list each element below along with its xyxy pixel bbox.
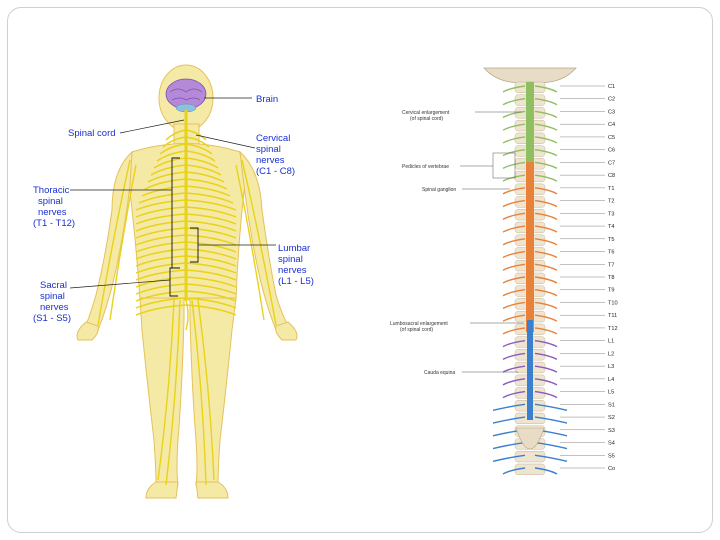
level-label-t11: T11 <box>608 313 617 319</box>
svg-text:Thoracic: Thoracic <box>33 185 70 196</box>
svg-text:spinal: spinal <box>256 144 281 155</box>
label-spinal-cord: Spinal cord <box>68 128 116 139</box>
label-spinal-ganglion: Spinal ganglion <box>422 187 456 193</box>
label-brain: Brain <box>256 94 278 105</box>
level-label-t3: T3 <box>608 211 615 217</box>
svg-text:(S1 - S5): (S1 - S5) <box>33 313 71 324</box>
spinal-cord-cervical <box>526 82 534 162</box>
body-figure: Brain Spinal cord Cervical spinal nerves… <box>33 65 314 498</box>
svg-text:(L1 - L5): (L1 - L5) <box>278 276 314 287</box>
cauda-equina <box>527 320 533 420</box>
level-label-t8: T8 <box>608 275 615 281</box>
label-cervical-enlargement: Cervical enlargement (of spinal cord) <box>402 110 450 122</box>
level-label-t2: T2 <box>608 199 615 205</box>
level-label-t12: T12 <box>608 326 618 332</box>
level-label-c3: C3 <box>608 109 615 115</box>
label-sacral: Sacral spinal nerves (S1 - S5) <box>33 280 71 324</box>
level-label-t4: T4 <box>608 224 615 230</box>
level-label-l3: L3 <box>608 364 614 370</box>
svg-text:spinal: spinal <box>38 196 63 207</box>
level-label-l2: L2 <box>608 351 614 357</box>
level-label-s4: S4 <box>608 441 615 447</box>
label-cauda-equina: Cauda equina <box>424 370 455 376</box>
svg-text:nerves: nerves <box>278 265 307 276</box>
level-label-s5: S5 <box>608 453 615 459</box>
level-label-c5: C5 <box>608 135 615 141</box>
svg-text:nerves: nerves <box>256 155 285 166</box>
level-label-c2: C2 <box>608 97 615 103</box>
level-label-t7: T7 <box>608 262 615 268</box>
svg-text:spinal: spinal <box>40 291 65 302</box>
svg-text:Cervical: Cervical <box>256 133 290 144</box>
svg-text:Lumbar: Lumbar <box>278 243 310 254</box>
label-cervical: Cervical spinal nerves (C1 - C8) <box>256 133 295 177</box>
svg-text:(of spinal cord): (of spinal cord) <box>410 116 443 122</box>
level-label-c8: C8 <box>608 173 615 179</box>
svg-text:Sacral: Sacral <box>40 280 67 291</box>
svg-text:nerves: nerves <box>38 207 67 218</box>
level-label-t9: T9 <box>608 288 615 294</box>
svg-text:(T1 - T12): (T1 - T12) <box>33 218 75 229</box>
level-label-c6: C6 <box>608 148 615 154</box>
label-thoracic: Thoracic spinal nerves (T1 - T12) <box>33 185 75 229</box>
label-lumbosacral-enlargement: Lumbosacral enlargement (of spinal cord) <box>390 321 448 333</box>
level-label-t1: T1 <box>608 186 615 192</box>
level-label-c7: C7 <box>608 160 615 166</box>
level-label-t5: T5 <box>608 237 615 243</box>
level-label-l4: L4 <box>608 377 614 383</box>
spinal-column-figure: Cervical enlargement (of spinal cord) Pe… <box>390 68 618 475</box>
svg-text:(of spinal cord): (of spinal cord) <box>400 327 433 333</box>
level-label-l1: L1 <box>608 339 614 345</box>
svg-text:spinal: spinal <box>278 254 303 265</box>
level-label-l5: L5 <box>608 390 614 396</box>
level-label-c4: C4 <box>608 122 615 128</box>
label-lumbar: Lumbar spinal nerves (L1 - L5) <box>278 243 314 287</box>
level-label-s2: S2 <box>608 415 615 421</box>
level-label-t10: T10 <box>608 300 618 306</box>
level-label-t6: T6 <box>608 250 615 256</box>
label-pedicles: Pedicles of vertebrae <box>402 164 449 170</box>
vertebral-level-labels: C1C2C3C4C5C6C7C8T1T2T3T4T5T6T7T8T9T10T11… <box>560 84 618 472</box>
level-label-co: Co <box>608 466 615 472</box>
skull-base <box>484 68 576 83</box>
level-label-s3: S3 <box>608 428 615 434</box>
spine-segments <box>493 82 567 475</box>
svg-text:nerves: nerves <box>40 302 69 313</box>
level-label-s1: S1 <box>608 402 615 408</box>
svg-text:(C1 - C8): (C1 - C8) <box>256 166 295 177</box>
level-label-c1: C1 <box>608 84 615 90</box>
